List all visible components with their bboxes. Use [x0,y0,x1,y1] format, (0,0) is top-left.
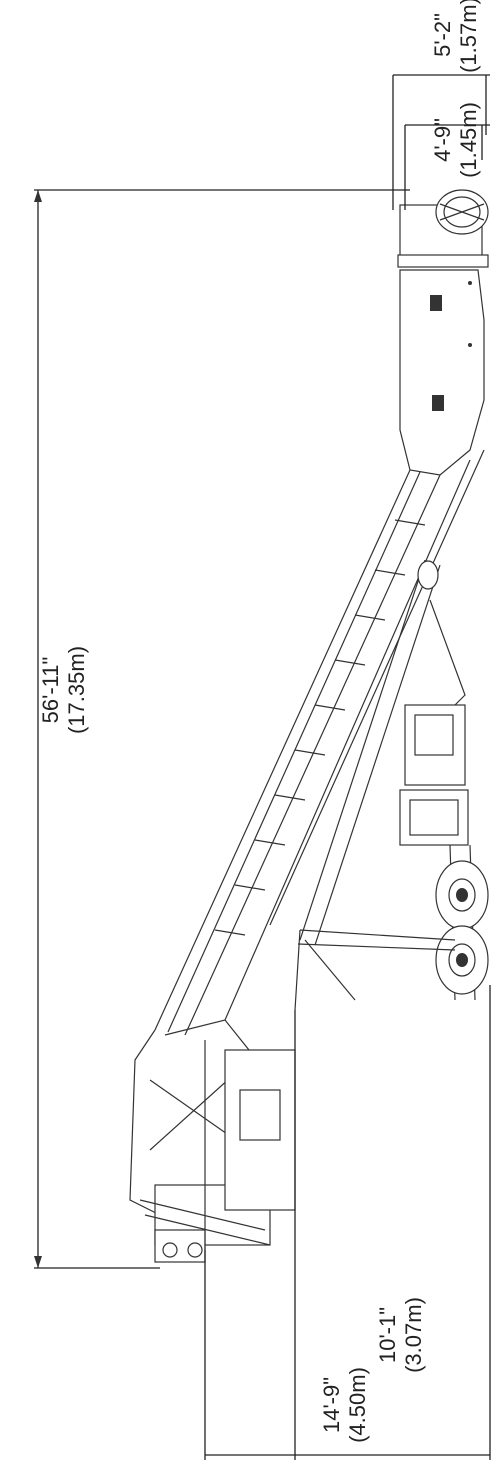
wheel-assembly [294,844,489,1011]
conveyor-tube [154,449,485,1036]
dimension-lines [34,74,491,1460]
hopper-outer-width-imperial: 5'-2" [430,13,455,57]
overall-height-label: 14'-9" (4.50m) [319,1367,370,1443]
overall-length-label: 56'-11" (17.35m) [38,646,89,734]
hopper-inner-width-metric: (1.45m) [456,102,481,178]
hopper-inner-width-imperial: 4'-9" [430,118,455,162]
engine-box [399,704,469,846]
support-strut [299,559,466,946]
hitch-height-label: 10'-1" (3.07m) [375,1297,426,1373]
hopper-assembly [397,189,489,476]
hitch-height-metric: (3.07m) [401,1297,426,1373]
overall-height-metric: (4.50m) [345,1367,370,1443]
hopper-outer-width-metric: (1.57m) [456,0,481,73]
overall-length-metric: (17.35m) [64,646,89,734]
intake-frame [129,1019,296,1263]
hopper-inner-width-label: 4'-9" (1.45m) [430,102,481,178]
overall-height-imperial: 14'-9" [319,1377,344,1433]
overall-length-imperial: 56'-11" [38,657,63,724]
conveyor-machine [129,189,489,1263]
hopper-outer-width-label: 5'-2" (1.57m) [430,0,481,73]
hitch-height-imperial: 10'-1" [375,1307,400,1363]
